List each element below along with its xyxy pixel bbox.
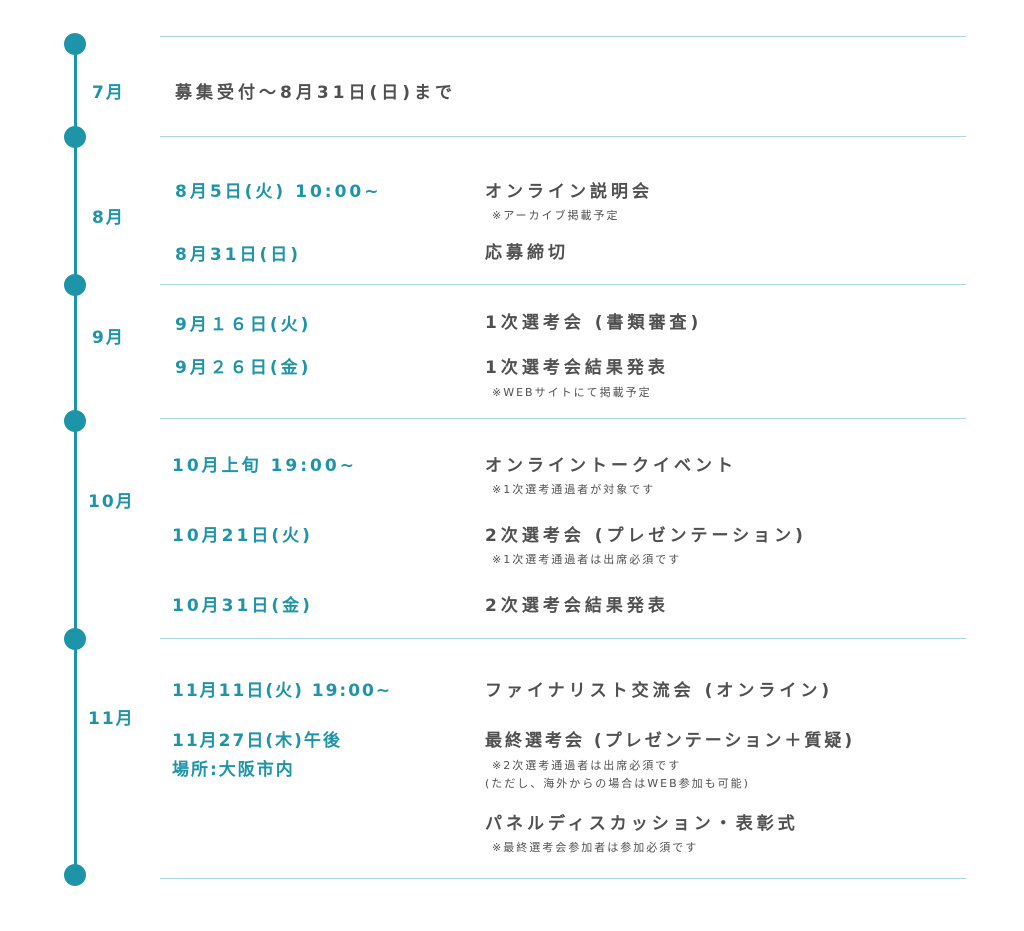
event-oct-3: 2次選考会結果発表 (485, 596, 669, 616)
note-nov-3: ※最終選考会参加者は参加必須です (492, 841, 699, 854)
date-oct-1: 10月上旬 19:00~ (172, 456, 357, 476)
month-label-aug: 8月 (92, 208, 125, 228)
venue-nov-2: 場所:大阪市内 (172, 760, 295, 780)
event-sep-2: 1次選考会結果発表 (485, 358, 669, 378)
month-label-oct: 10月 (88, 492, 135, 512)
note-aug-1: ※アーカイブ掲載予定 (492, 209, 620, 222)
event-oct-1: オンライントークイベント (485, 456, 737, 476)
note-sep-2: ※WEBサイトにて掲載予定 (492, 386, 652, 399)
section-divider (160, 878, 966, 879)
timeline-dot (64, 274, 86, 296)
section-divider (160, 638, 966, 639)
timeline-dot (64, 410, 86, 432)
timeline-dot (64, 126, 86, 148)
timeline-dot (64, 628, 86, 650)
month-label-nov: 11月 (88, 709, 135, 729)
date-aug-2: 8月31日(日) (175, 245, 302, 265)
event-nov-3: パネルディスカッション・表彰式 (485, 814, 799, 834)
event-sep-1: 1次選考会 (書類審査) (485, 313, 703, 333)
section-divider (160, 136, 966, 137)
event-jul-application: 募集受付〜8月31日(日)まで (175, 83, 457, 103)
note-nov-2b: (ただし、海外からの場合はWEB参加も可能) (485, 777, 750, 790)
date-aug-1: 8月5日(火) 10:00~ (175, 182, 382, 202)
timeline-dot (64, 864, 86, 886)
date-nov-2: 11月27日(木)午後 (172, 731, 342, 751)
section-divider (160, 36, 966, 37)
date-sep-2: 9月２６日(金) (175, 358, 312, 378)
section-divider (160, 418, 966, 419)
note-oct-1: ※1次選考通過者が対象です (492, 483, 656, 496)
month-label-sep: 9月 (92, 328, 125, 348)
date-oct-2: 10月21日(火) (172, 526, 313, 546)
event-aug-1: オンライン説明会 (485, 182, 653, 202)
event-aug-2: 応募締切 (485, 243, 569, 263)
event-nov-2: 最終選考会 (プレゼンテーション＋質疑) (485, 731, 856, 751)
section-divider (160, 284, 966, 285)
note-nov-2a: ※2次選考通過者は出席必須です (492, 759, 682, 772)
date-sep-1: 9月１６日(火) (175, 315, 312, 335)
date-oct-3: 10月31日(金) (172, 596, 313, 616)
event-nov-1: ファイナリスト交流会 (オンライン) (485, 681, 834, 701)
month-label-jul: 7月 (92, 83, 125, 103)
date-nov-1: 11月11日(火) 19:00~ (172, 681, 393, 701)
event-oct-2: 2次選考会 (プレゼンテーション) (485, 526, 807, 546)
timeline-dot (64, 33, 86, 55)
note-oct-2: ※1次選考通過者は出席必須です (492, 553, 682, 566)
timeline-line (74, 44, 77, 874)
